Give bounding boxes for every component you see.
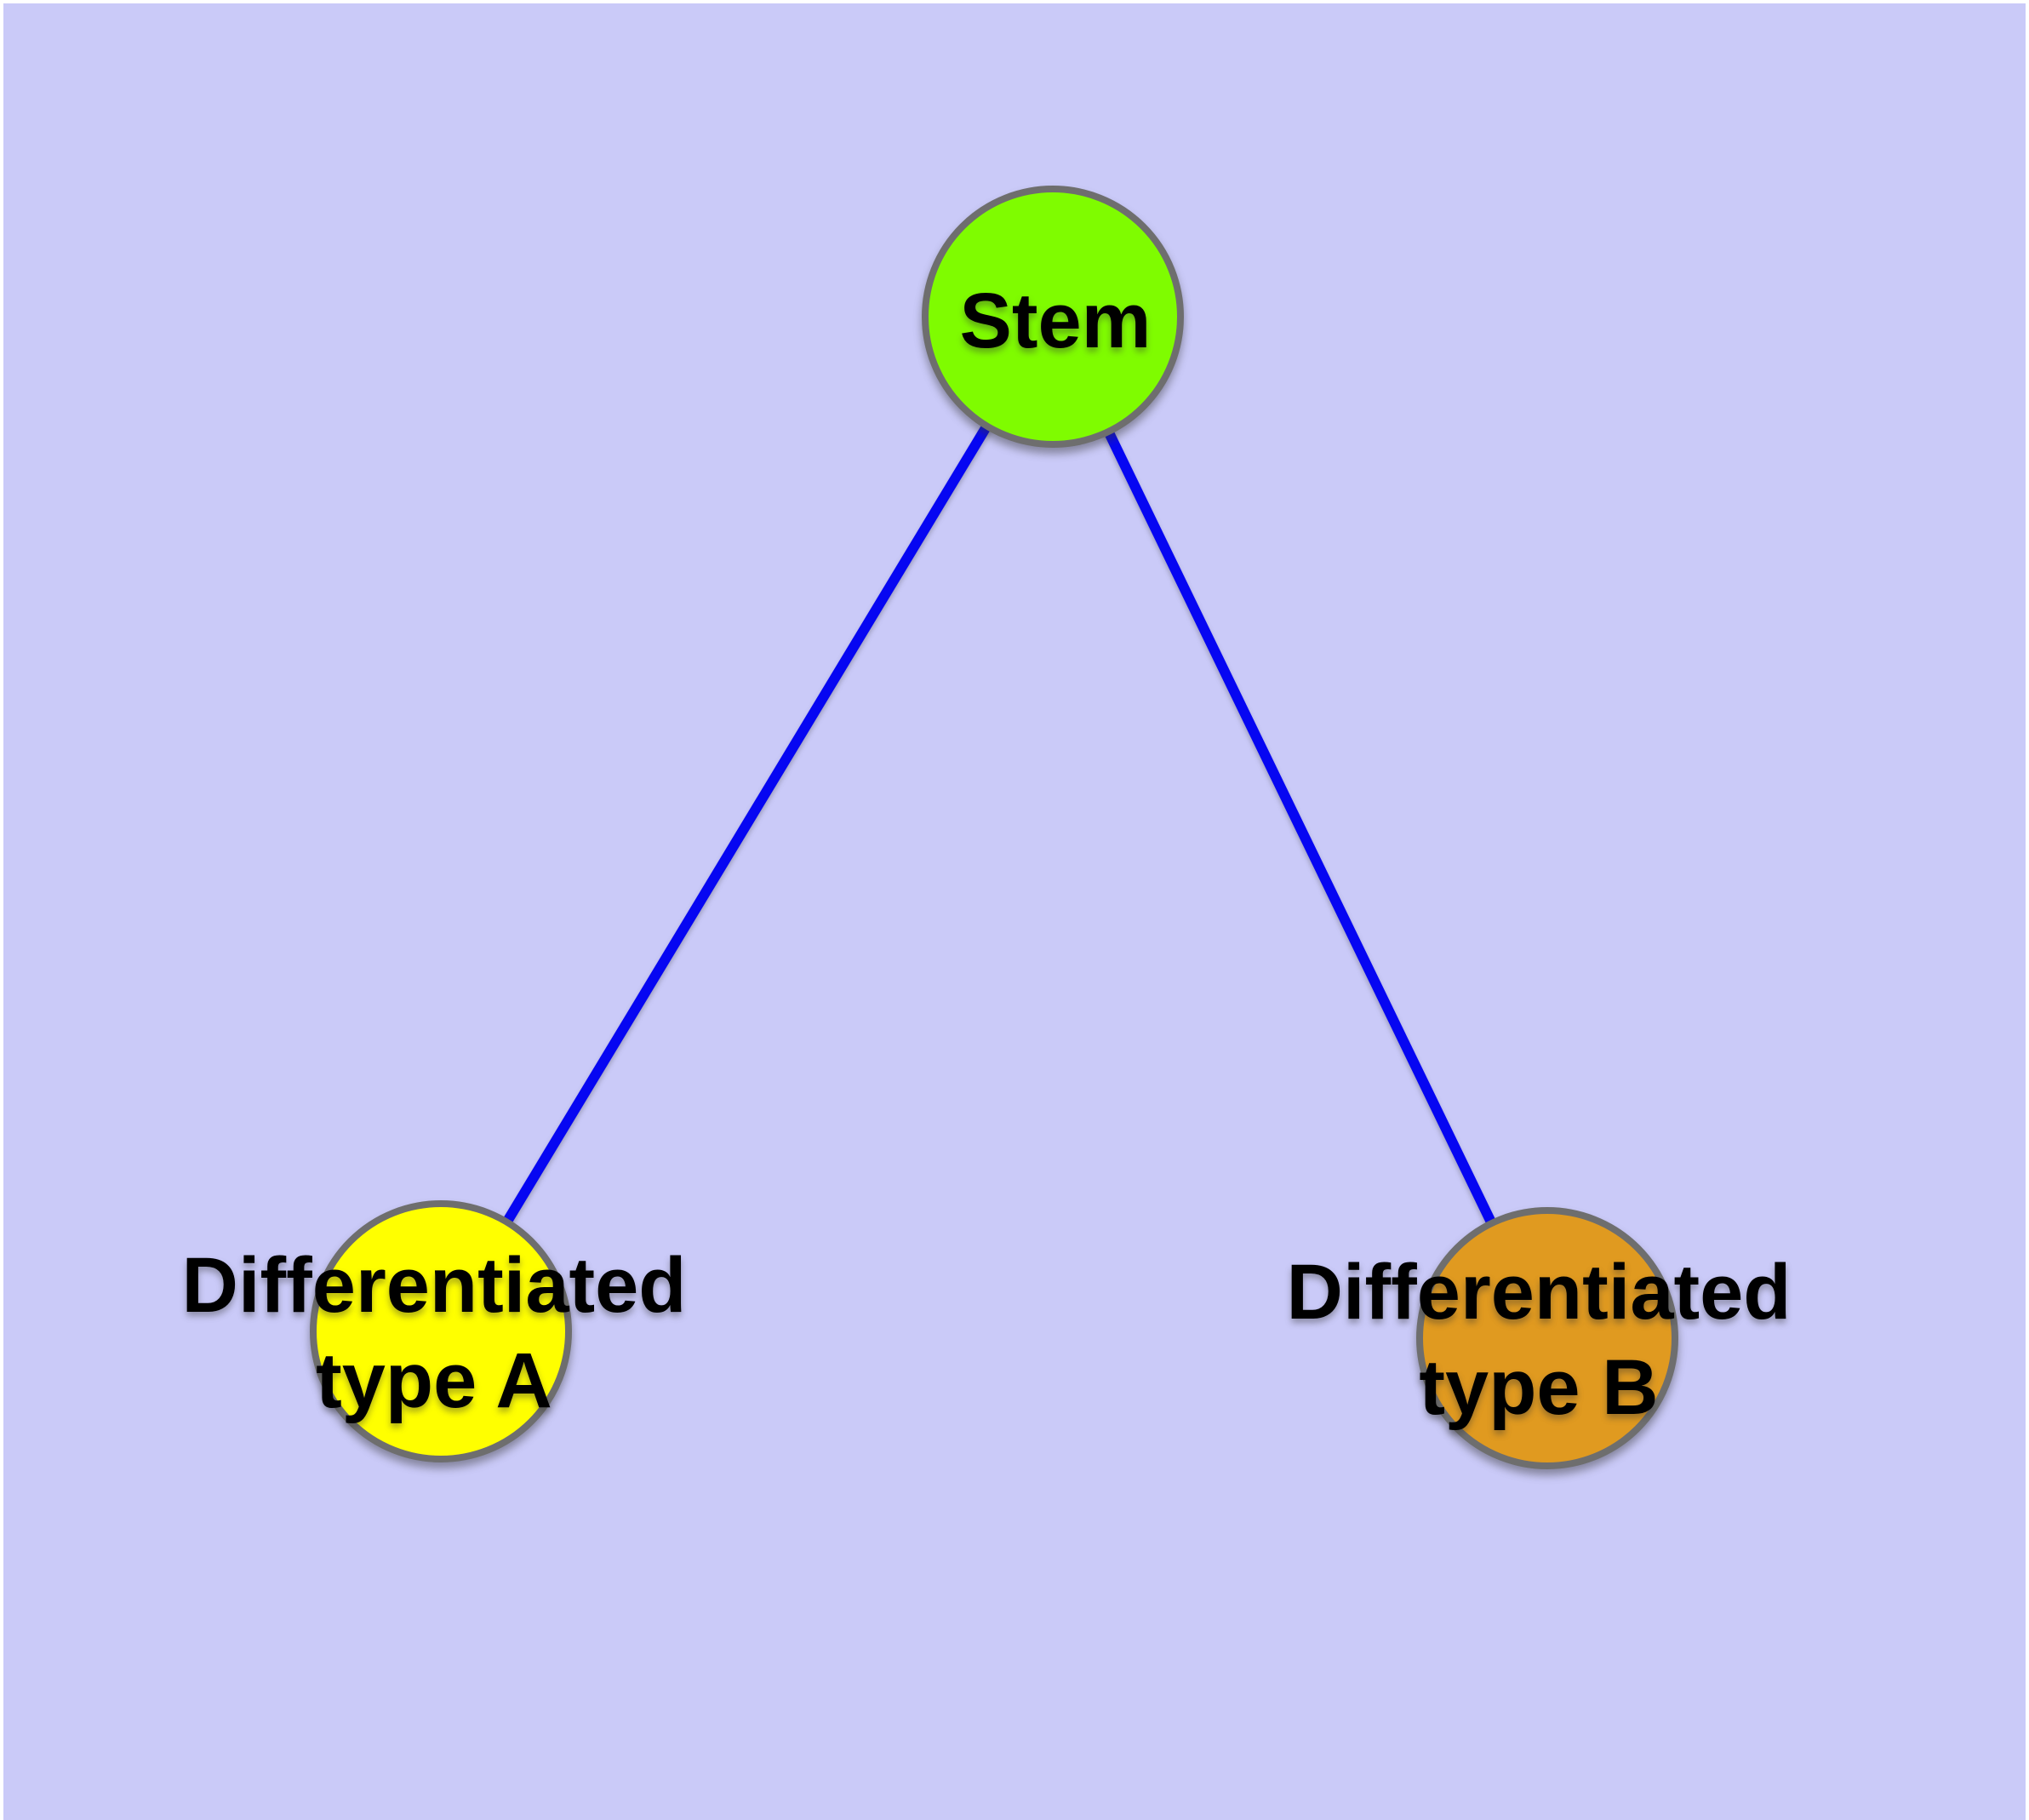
stem-node-label: Stem — [960, 278, 1152, 364]
edge-stem-to-type-a — [436, 313, 1058, 1335]
node-differentiated-type-a: Differentiated type A — [182, 1200, 687, 1462]
node-stem: Stem — [922, 186, 1184, 448]
stem-node-circle — [922, 186, 1184, 448]
type-b-node-label-line1: Differentiated — [1287, 1249, 1792, 1336]
type-b-node-circle — [1416, 1207, 1678, 1469]
type-b-node-label-line2: type B — [1419, 1344, 1658, 1431]
edge-stem-to-type-b — [1048, 314, 1552, 1341]
node-differentiated-type-b: Differentiated type B — [1287, 1207, 1792, 1469]
type-a-node-circle — [310, 1200, 572, 1462]
type-a-node-label-line2: type A — [316, 1337, 552, 1424]
type-a-node-label-line1: Differentiated — [182, 1242, 687, 1329]
